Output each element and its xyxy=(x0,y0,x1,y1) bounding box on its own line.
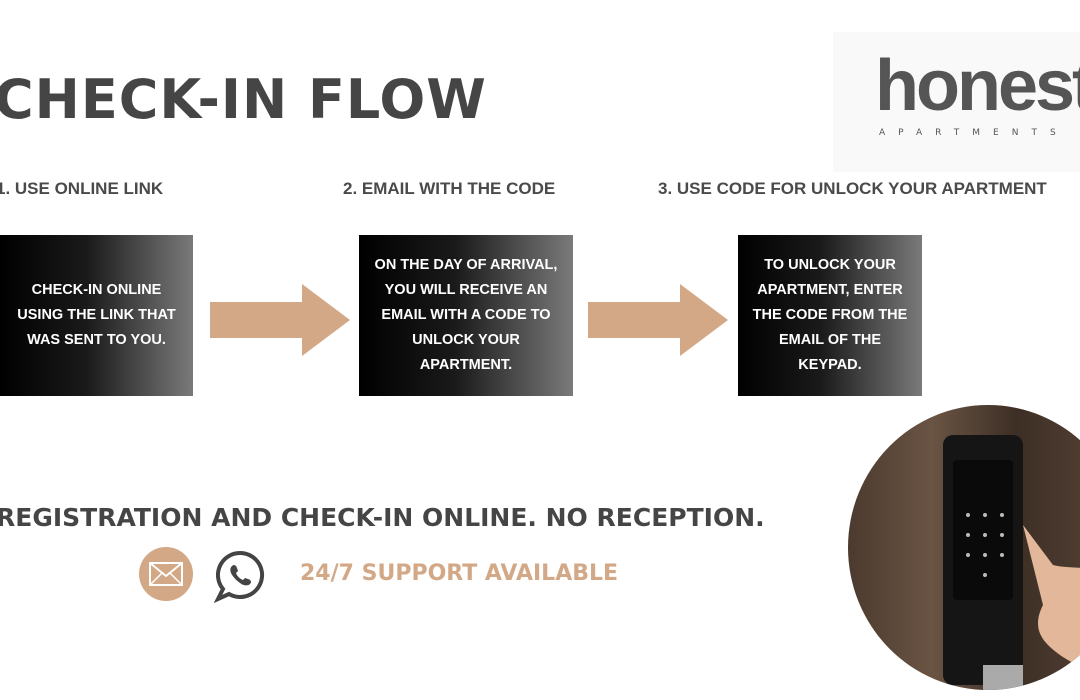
step-3-heading: 3. USE CODE FOR UNLOCK YOUR APARTMENT xyxy=(658,179,1047,198)
step-2-box: ON THE DAY OF ARRIVAL, YOU WILL RECEIVE … xyxy=(359,235,573,396)
step-2-heading: 2. EMAIL WITH THE CODE xyxy=(343,179,556,198)
email-icon[interactable] xyxy=(139,547,193,601)
step-3-box: TO UNLOCK YOUR APARTMENT, ENTER THE CODE… xyxy=(738,235,922,396)
logo-subtitle: APARTMENTS xyxy=(879,128,1069,138)
whatsapp-icon[interactable] xyxy=(213,549,267,603)
step-1-heading: 1. USE ONLINE LINK xyxy=(0,179,164,198)
keypad-lock-photo xyxy=(848,405,1080,690)
logo-word: honest xyxy=(875,46,1080,126)
step-1-box: CHECK-IN ONLINE USING THE LINK THAT WAS … xyxy=(0,235,193,396)
arrow-right-icon xyxy=(210,284,350,356)
honest-apartments-logo: honest APARTMENTS xyxy=(833,32,1080,172)
registration-notice: REGISTRATION AND CHECK-IN ONLINE. NO REC… xyxy=(0,503,765,532)
support-text: 24/7 SUPPORT AVAILABLE xyxy=(300,561,619,586)
arrow-right-icon xyxy=(588,284,728,356)
page-title: CHECK-IN FLOW xyxy=(0,68,487,131)
